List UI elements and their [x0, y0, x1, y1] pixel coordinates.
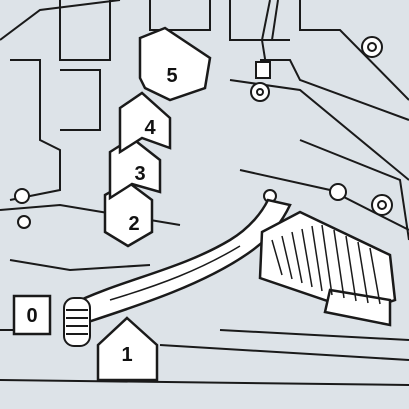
- gear-2-label: 2: [128, 213, 139, 235]
- gear-0-indicator: 0: [14, 296, 50, 334]
- bolt-icon: [330, 184, 346, 200]
- gear-4-label: 4: [144, 117, 156, 139]
- bolt-icon: [18, 216, 30, 228]
- bolt-icon: [15, 189, 29, 203]
- bolt-icon: [251, 83, 269, 101]
- bolt-icon: [372, 195, 392, 215]
- gear-5-label: 5: [166, 65, 177, 87]
- gear-0-label: 0: [26, 305, 37, 327]
- gear-1-label: 1: [121, 344, 132, 366]
- gear-3-label: 3: [134, 163, 145, 185]
- bolt-icon: [362, 37, 382, 57]
- lever-peg: [64, 298, 90, 346]
